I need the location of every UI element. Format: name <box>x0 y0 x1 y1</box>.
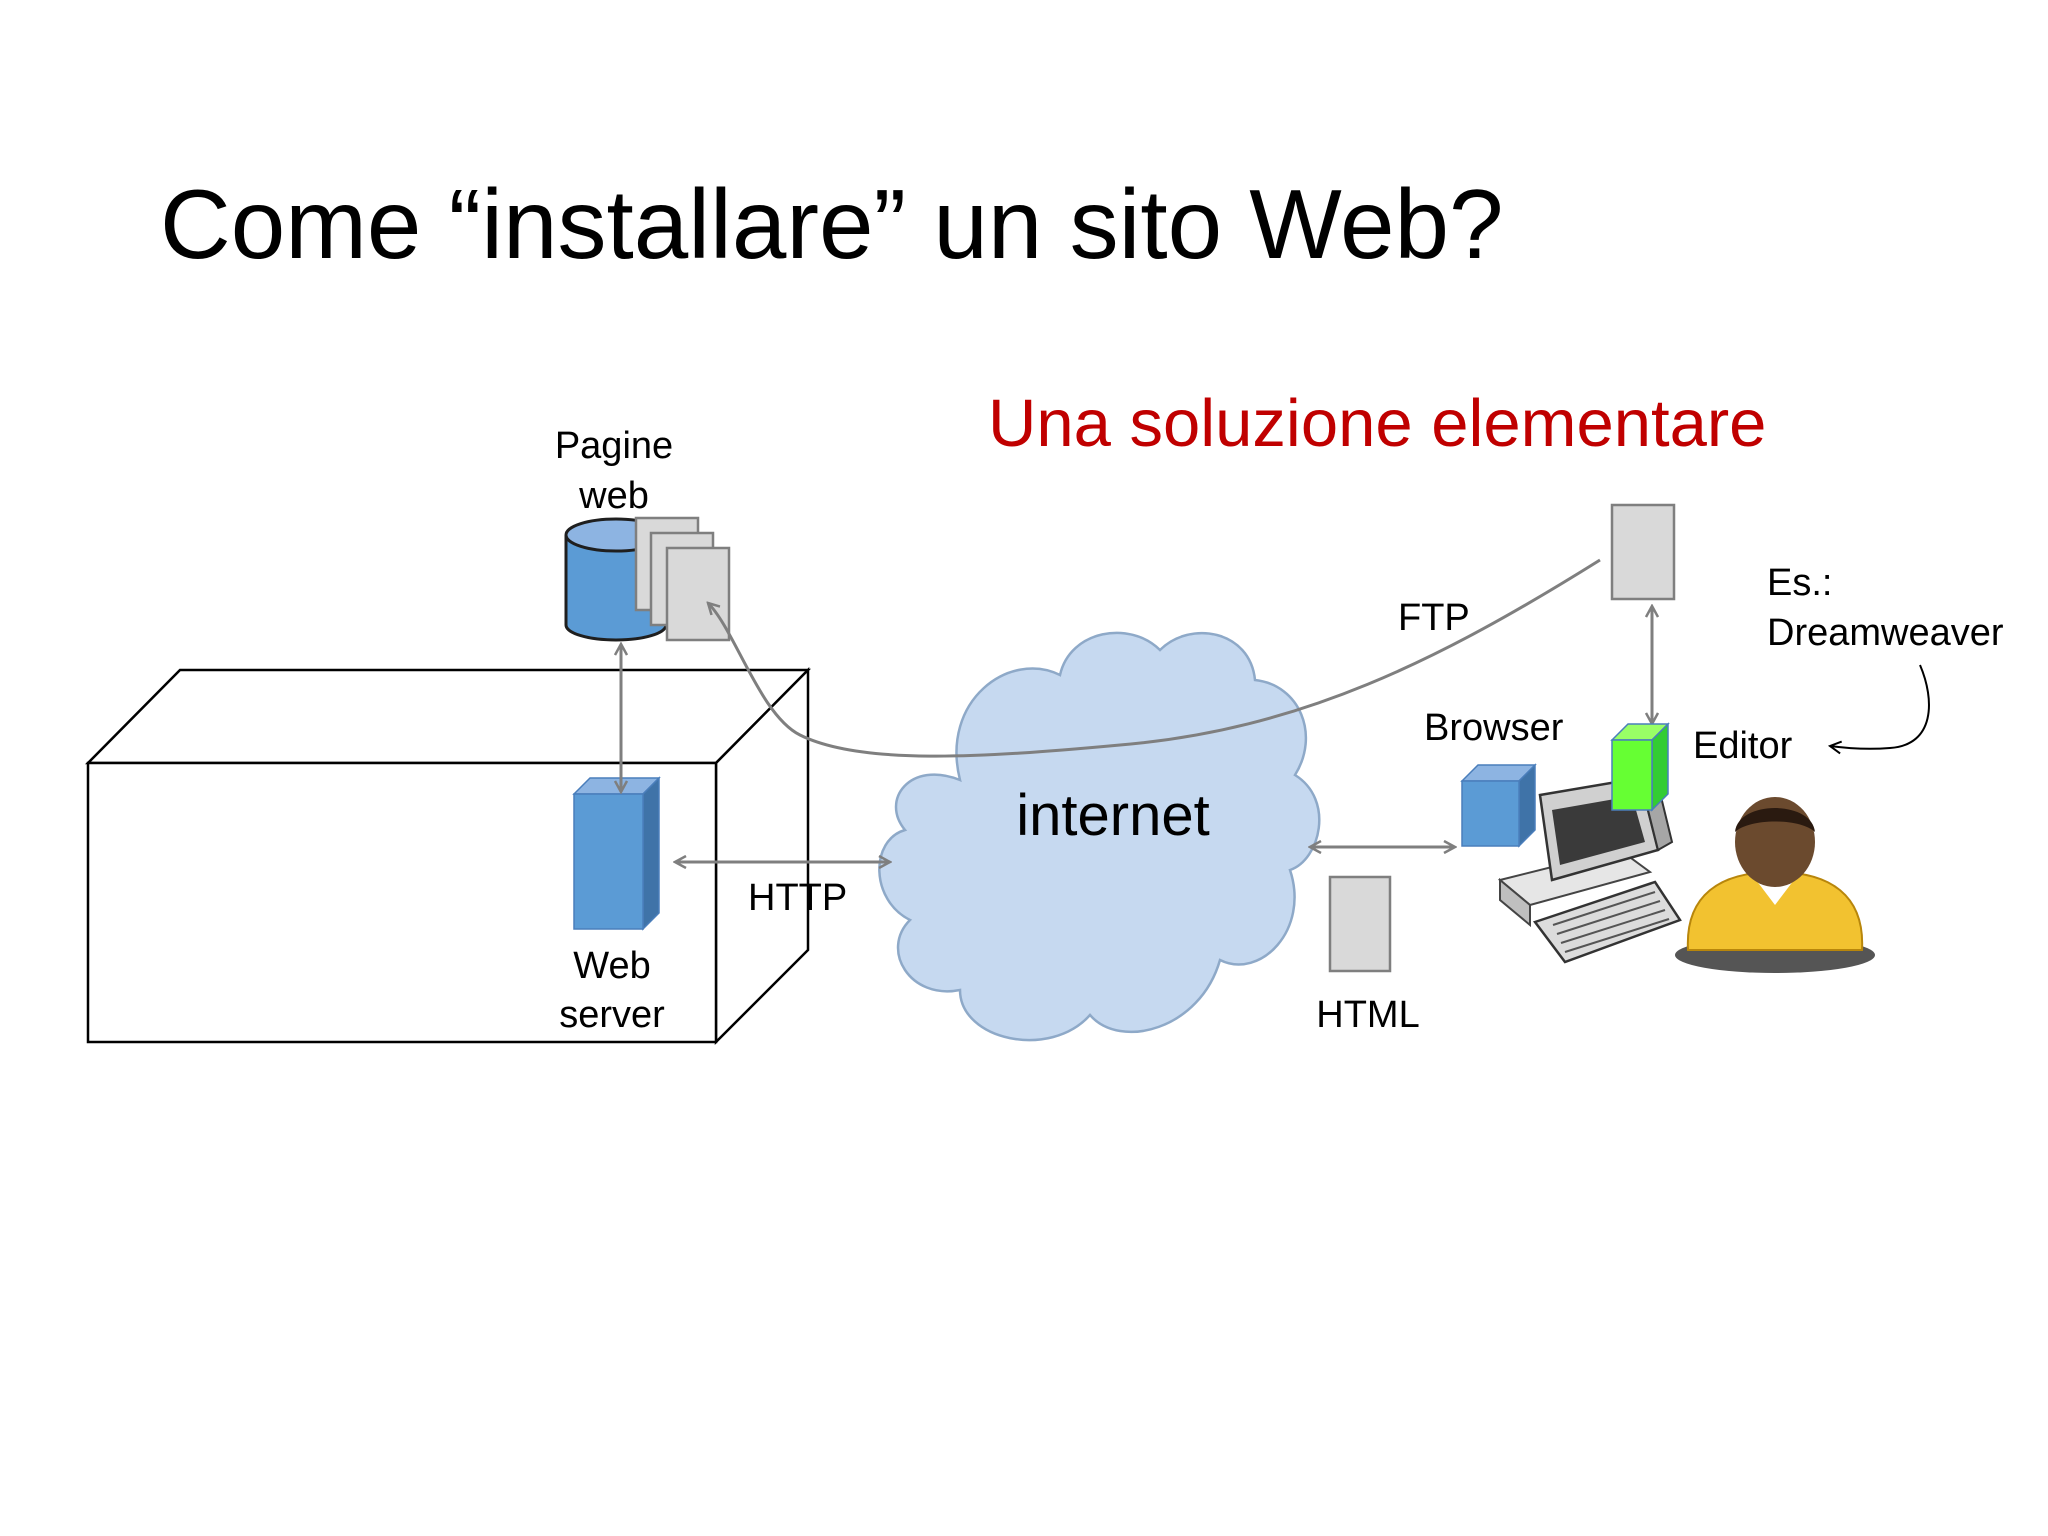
browser-cube-icon <box>1460 763 1537 848</box>
user-icon <box>1675 797 1875 973</box>
slide-subtitle: Una soluzione elementare <box>988 386 1766 461</box>
example-label-line2: Dreamweaver <box>1767 612 2004 654</box>
example-pointer-arrow <box>1830 664 1930 749</box>
editor-label: Editor <box>1693 725 1793 767</box>
example-label-line1: Es.: <box>1767 562 1832 604</box>
internet-label: internet <box>1016 783 1209 848</box>
html-label: HTML <box>1316 994 1419 1036</box>
ftp-label: FTP <box>1398 597 1470 639</box>
ftp-curve <box>708 558 1601 758</box>
internet-cloud <box>878 631 1321 1042</box>
http-label: HTTP <box>748 877 847 919</box>
webserver-label-line2: server <box>559 994 665 1036</box>
pages-label-line2: web <box>578 475 649 517</box>
pages-label-line1: Pagine <box>555 425 673 467</box>
html-document-icon <box>1328 875 1392 973</box>
browser-label: Browser <box>1424 707 1564 749</box>
local-document-icon <box>1610 503 1676 601</box>
slide-title: Come “installare” un sito Web? <box>160 169 1504 279</box>
webserver-label-line1: Web <box>573 945 650 987</box>
web-server-icon <box>572 776 661 931</box>
web-pages-icon <box>634 516 731 642</box>
editor-cube-icon <box>1610 722 1670 812</box>
server-box <box>85 666 811 1046</box>
